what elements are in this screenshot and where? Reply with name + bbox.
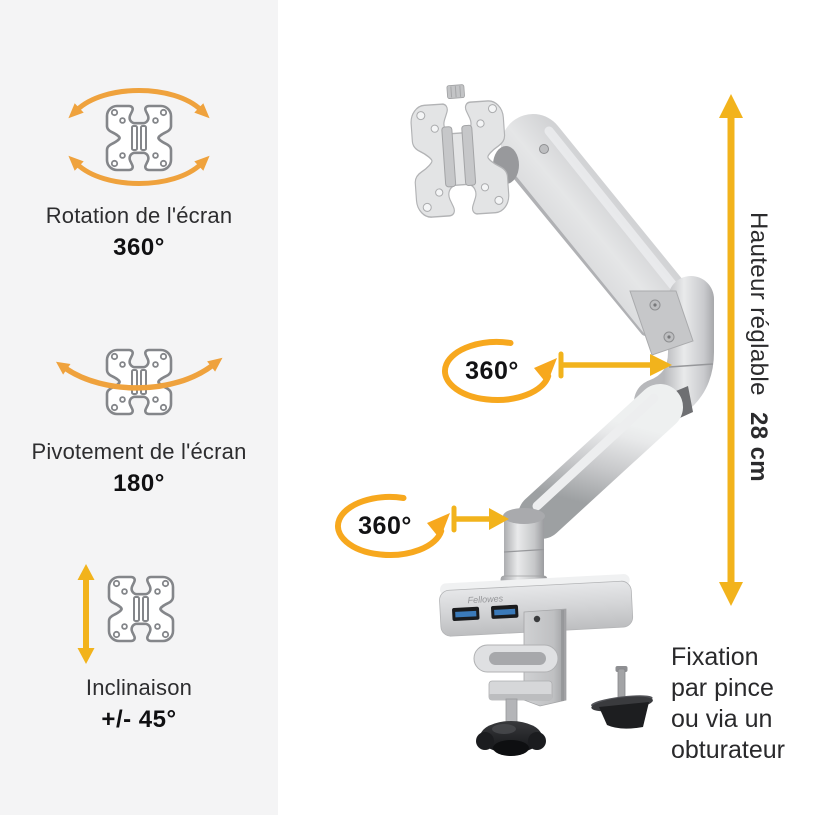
mounting-note: Fixation par pince ou via un obturateur [671,642,811,766]
pointer-arrow-lower-joint [451,505,509,533]
vesa-tilt-icon [77,564,229,664]
desk-base: Fellowes [439,574,634,637]
rotation-badge-lower: 360° [333,490,453,562]
height-measure-label: Hauteur réglable 28 cm [744,212,772,482]
brand-logo: Fellowes [467,593,503,605]
height-measure-arrow [719,94,743,606]
upper-arm [501,114,699,343]
mounting-note-line: par pince [671,674,774,702]
oval-arrow-icon [334,494,450,558]
height-measure-value: 28 cm [745,411,772,482]
grommet-mount [591,666,653,729]
lower-arm [518,384,683,539]
feature-rotation-label: Rotation de l'écran [45,203,233,228]
usb-port-1 [452,606,480,621]
rotation-badge-upper-value: 360° [465,356,519,385]
feature-rotation: Rotation de l'écran 360° [0,78,278,262]
feature-pivot: Pivotement de l'écran 180° [0,338,278,498]
rotation-badge-lower-value: 360° [358,511,412,540]
feature-pivot-value: 180° [113,470,165,497]
feature-rotation-value: 360° [113,234,165,261]
usb-port-2 [490,604,519,619]
pointer-arrow-upper-joint [558,351,672,379]
rotation-badge-upper: 360° [440,335,560,407]
mounting-note-line: ou via un [671,705,773,733]
vesa-pivot-icon [56,338,223,430]
clamp-knob [476,721,546,756]
oval-arrow-icon [441,339,557,403]
feature-tilt-label: Inclinaison [85,675,193,700]
vesa-plate [409,84,511,219]
mounting-note-line: Fixation [671,643,759,671]
vesa-rotate-icon [68,88,210,186]
desk-clamp [473,608,567,756]
height-measure-text: Hauteur réglable [745,212,772,396]
feature-pivot-label: Pivotement de l'écran [31,439,247,464]
feature-tilt: Inclinaison +/- 45° [0,562,278,734]
mounting-note-line: obturateur [671,736,785,764]
feature-tilt-value: +/- 45° [101,706,177,733]
